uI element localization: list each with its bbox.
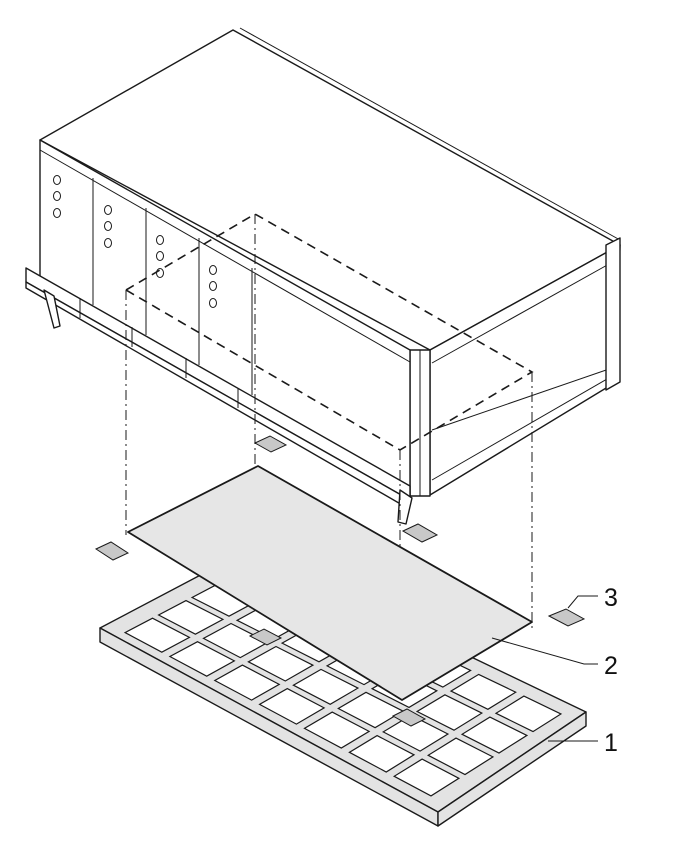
tray-cell: [348, 734, 416, 773]
callout-2: 2: [491, 637, 618, 680]
adhesive-pad-right-front: [401, 523, 439, 543]
adhesive-pad-tray-front: [391, 708, 427, 727]
adhesive-pads: [94, 435, 586, 727]
tray-cell: [392, 758, 461, 797]
tray-cell: [123, 617, 191, 653]
tray-cell: [258, 687, 326, 725]
left-foot: [43, 289, 61, 329]
adhesive-pad-tray-back: [248, 628, 283, 646]
tray-cell: [415, 694, 484, 731]
projection-outline: [124, 213, 534, 700]
tray-cell: [157, 599, 225, 635]
tray-cell: [426, 737, 495, 776]
tray-cell: [494, 695, 563, 733]
adhesive-pad-left: [94, 541, 130, 561]
tray-cell: [168, 641, 236, 677]
adhesive-pad-right: [547, 608, 586, 627]
tray-cell: [460, 716, 529, 754]
tray-cell: [449, 673, 517, 710]
callout-3: 3: [567, 584, 618, 612]
adhesive-pad-rear: [253, 435, 288, 453]
instrument-housing: [25, 27, 621, 525]
callout-1-label: 1: [604, 729, 618, 757]
tray-cell: [247, 645, 315, 682]
callout-2-label: 2: [604, 652, 618, 680]
filter-sheet: [127, 465, 533, 701]
tray-cell: [303, 711, 371, 749]
tray-cell: [213, 664, 281, 701]
callout-3-label: 3: [604, 584, 618, 612]
callout-1: 1: [548, 729, 618, 757]
right-foot: [397, 489, 413, 525]
tray-cell: [292, 668, 360, 705]
module-indicator-holes: [53, 175, 217, 308]
